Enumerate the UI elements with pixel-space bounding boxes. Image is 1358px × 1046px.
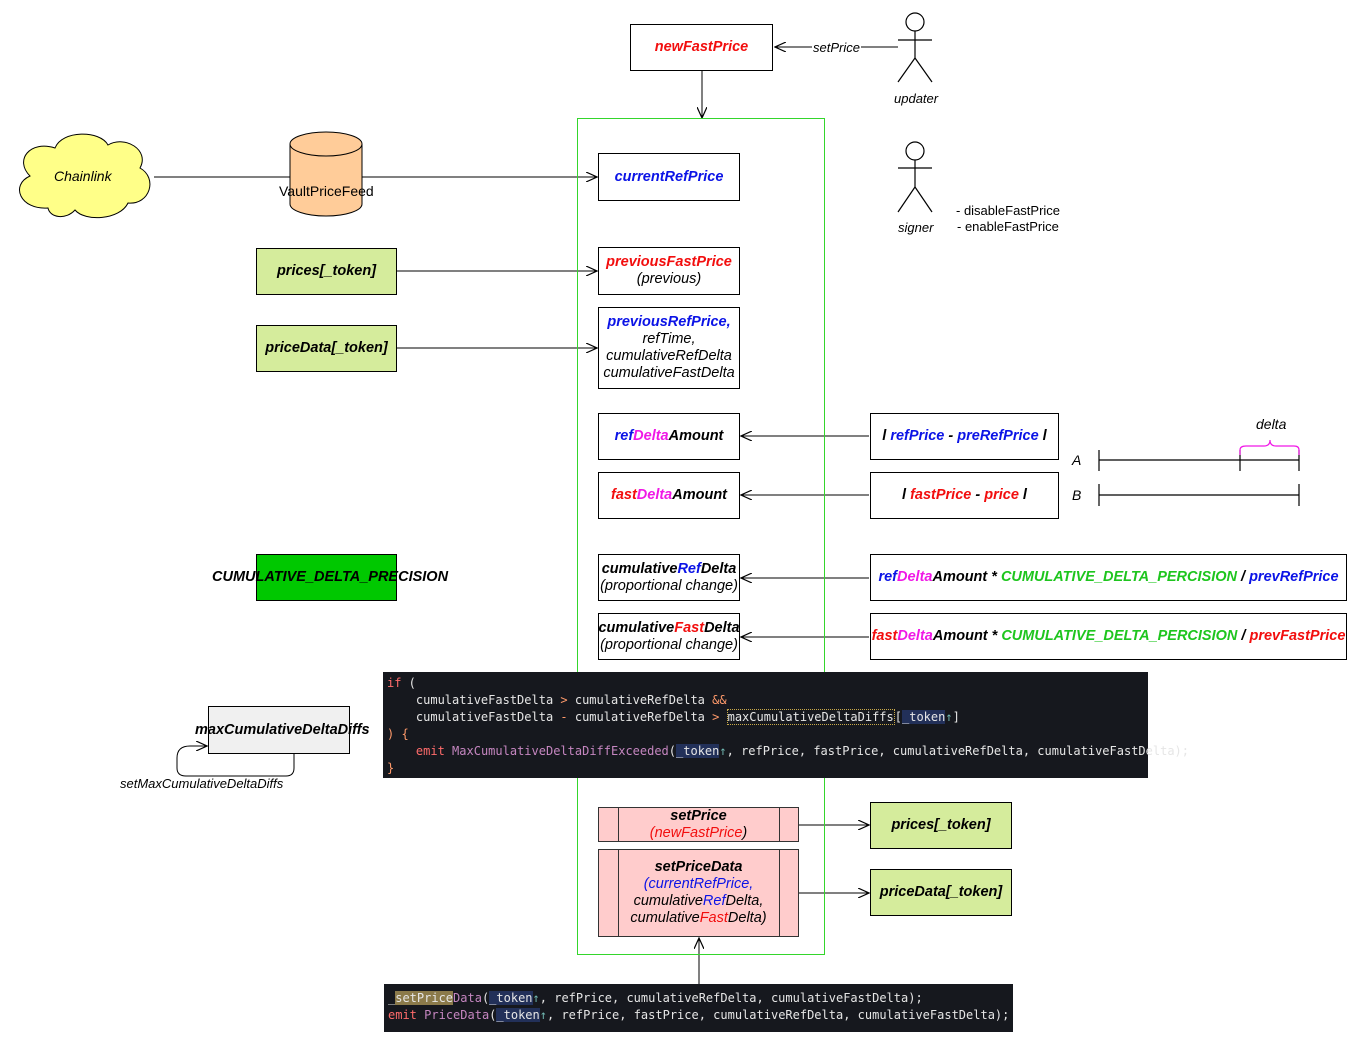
- price-data-token-label: priceData[_token]: [265, 340, 388, 356]
- fast-proportional-change: (proportional change): [600, 636, 738, 653]
- code-line: ) {: [387, 727, 409, 741]
- max-delta-check-code: if ( cumulativeFastDelta > cumulativeRef…: [383, 672, 1189, 778]
- fast-formula-box[interactable]: fastDeltaAmount * CUMULATIVE_DELTA_PERCI…: [870, 613, 1347, 660]
- cumulative-delta-precision-label: CUMULATIVE_DELTA_PRECISION: [212, 569, 449, 585]
- set-price-process[interactable]: setPrice (newFastPrice): [598, 807, 799, 842]
- line-a-label: A: [1072, 452, 1082, 468]
- cumulative-fast-delta-label: cumulativeFastDelta: [598, 619, 740, 636]
- chainlink-label: Chainlink: [54, 168, 112, 184]
- ref-delta-formula-box[interactable]: l refPrice - preRefPrice l: [870, 413, 1059, 460]
- cumulative-fast-delta-field: cumulativeFastDelta: [603, 365, 735, 381]
- vault-price-feed-label: VaultPriceFeed: [279, 183, 374, 199]
- code-line: }: [387, 761, 395, 775]
- updater-label: updater: [894, 91, 939, 106]
- price-data-token-box[interactable]: priceData[_token]: [256, 325, 397, 372]
- fast-delta-amount-box[interactable]: fastDeltaAmount: [598, 472, 740, 519]
- signer-action-enable: - enableFastPrice: [957, 219, 1059, 234]
- fast-formula-label: fastDeltaAmount * CUMULATIVE_DELTA_PERCI…: [871, 628, 1346, 644]
- cumulative-fast-delta-box[interactable]: cumulativeFastDelta (proportional change…: [598, 613, 740, 660]
- set-max-cumulative-delta-diffs-label: setMaxCumulativeDeltaDiffs: [120, 776, 284, 791]
- current-ref-price-label: currentRefPrice: [614, 168, 724, 185]
- set-price-data-process[interactable]: setPriceData (currentRefPrice, cumulativ…: [598, 849, 799, 937]
- current-ref-price-box[interactable]: currentRefPrice: [598, 153, 740, 201]
- code-line: if (: [387, 676, 416, 690]
- delta-brace-icon: [1239, 439, 1300, 455]
- previous-fast-price-label: previousFastPrice: [606, 254, 732, 270]
- prices-token-output-box[interactable]: prices[_token]: [870, 802, 1012, 849]
- prices-token-label: prices[_token]: [276, 263, 377, 279]
- new-fast-price-label: newFastPrice: [654, 39, 749, 55]
- set-price-process-inner: [618, 807, 780, 842]
- ref-formula-label: refDeltaAmount * CUMULATIVE_DELTA_PERCIS…: [878, 569, 1339, 585]
- line-b-label: B: [1072, 487, 1082, 503]
- prices-token-box[interactable]: prices[_token]: [256, 248, 397, 295]
- set-price-data-code: _setPriceData(_token↑, refPrice, cumulat…: [384, 984, 1013, 1032]
- signer-action-disable: - disableFastPrice: [956, 203, 1061, 218]
- price-data-token-output-label: priceData[_token]: [879, 884, 1003, 900]
- cumulative-ref-delta-label: cumulativeRefDelta: [601, 560, 737, 577]
- set-price-data-arg1: (currentRefPrice,: [643, 876, 754, 892]
- ref-delta-amount-box[interactable]: refDeltaAmount: [598, 413, 740, 460]
- chainlink-cloud-shape: [19, 133, 151, 219]
- ref-formula-box[interactable]: refDeltaAmount * CUMULATIVE_DELTA_PERCIS…: [870, 554, 1347, 601]
- fast-delta-formula-box[interactable]: l fastPrice - price l: [870, 472, 1059, 519]
- code-line: emit PriceData(_token↑, refPrice, fastPr…: [388, 1008, 1010, 1022]
- ref-delta-formula-label: l refPrice - preRefPrice l: [882, 428, 1047, 444]
- code-line: cumulativeFastDelta > cumulativeRefDelta…: [387, 693, 727, 707]
- max-cumulative-delta-diffs-label: maxCumulativeDeltaDiffs: [195, 722, 370, 738]
- set-price-arg: (newFastPrice): [649, 824, 748, 841]
- max-cumulative-delta-diffs-box[interactable]: [208, 706, 350, 754]
- cumulative-ref-delta-box[interactable]: cumulativeRefDelta (proportional change): [598, 554, 740, 601]
- fast-delta-formula-label: l fastPrice - price l: [902, 487, 1027, 503]
- set-price-label: setPrice: [670, 807, 727, 824]
- cumulative-ref-delta-field: cumulativeRefDelta: [606, 348, 732, 364]
- price-data-fields-box[interactable]: previousRefPrice, refTime, cumulativeRef…: [598, 307, 740, 389]
- previous-label: (previous): [636, 271, 702, 287]
- ref-delta-amount-label: refDeltaAmount: [614, 428, 724, 444]
- previous-fast-price-box[interactable]: previousFastPrice (previous): [598, 247, 740, 295]
- price-data-token-output-box[interactable]: priceData[_token]: [870, 869, 1012, 916]
- previous-ref-price-label: previousRefPrice,: [607, 314, 731, 330]
- vault-price-feed-cylinder: [289, 131, 363, 217]
- set-price-edge-label: setPrice: [812, 40, 861, 55]
- cumulative-delta-precision-box[interactable]: [256, 554, 397, 601]
- prices-token-output-label: prices[_token]: [891, 817, 991, 833]
- set-price-data-process-inner: [618, 849, 780, 937]
- fast-delta-amount-label: fastDeltaAmount: [610, 487, 728, 503]
- set-price-data-label: setPriceData: [654, 859, 743, 875]
- delta-timelines: [1098, 450, 1300, 506]
- ref-proportional-change: (proportional change): [600, 577, 738, 594]
- new-fast-price-box[interactable]: newFastPrice: [630, 24, 773, 71]
- code-line: cumulativeFastDelta - cumulativeRefDelta…: [387, 709, 960, 725]
- code-line: emit MaxCumulativeDeltaDiffExceeded(_tok…: [415, 744, 1189, 758]
- set-price-data-arg3: cumulativeFastDelta): [630, 910, 767, 926]
- ref-time-label: refTime,: [642, 331, 696, 347]
- fast-price-feed-frame: [577, 118, 825, 955]
- delta-label: delta: [1256, 416, 1287, 432]
- set-price-data-arg2: cumulativeRefDelta,: [633, 893, 764, 909]
- code-line: _setPriceData(_token↑, refPrice, cumulat…: [388, 991, 923, 1005]
- signer-label: signer: [898, 220, 934, 235]
- signer-actor-icon: [897, 141, 933, 213]
- updater-actor-icon: [897, 12, 933, 83]
